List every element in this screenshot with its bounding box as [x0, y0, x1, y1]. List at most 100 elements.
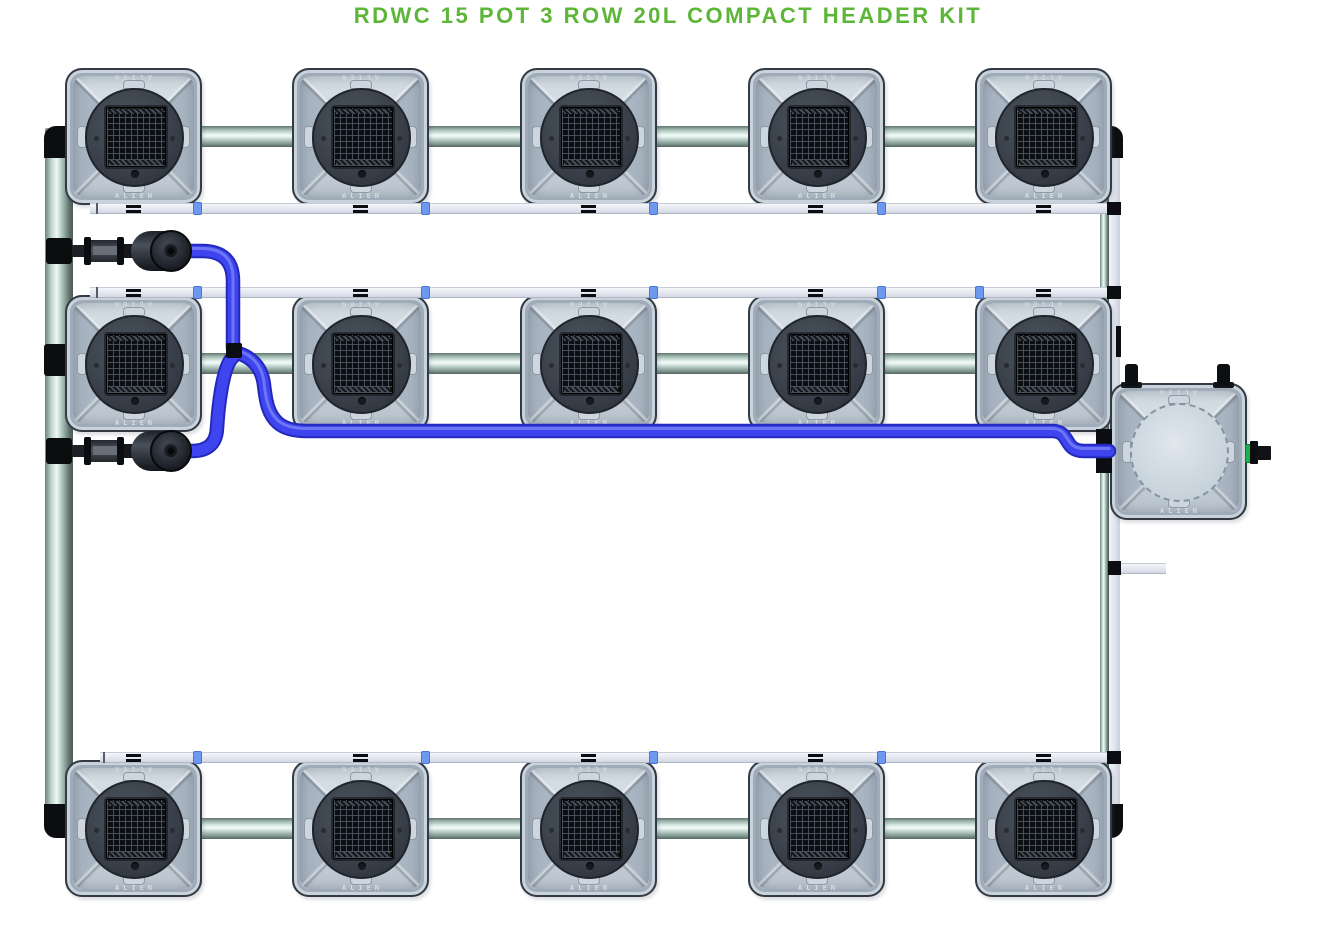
pump-impeller-hub — [168, 448, 174, 454]
brand-label-top: ALIEN — [793, 300, 836, 308]
grow-pot: ALIEN ALIEN — [748, 295, 885, 432]
lid-dimple-left — [1004, 135, 1009, 141]
pipe-clamp-mark — [1036, 205, 1051, 208]
brand-label-bottom: ALIEN — [1024, 192, 1067, 200]
brand-label-bottom: ALIEN — [569, 884, 612, 892]
pipe-clamp-mark — [353, 754, 368, 757]
net-pot-mesh — [1015, 799, 1076, 859]
junction-fitting-return-1 — [1107, 202, 1121, 215]
inter-pot-pipe — [427, 818, 521, 839]
lid-hole — [813, 170, 822, 178]
brand-label-top: ALIEN — [565, 300, 608, 308]
brand-label-bottom: ALIEN — [341, 884, 384, 892]
brand-label-bottom: ALIEN — [341, 192, 384, 200]
grow-pot: ALIEN ALIEN — [292, 295, 429, 432]
net-pot-mesh — [560, 799, 621, 859]
valve-stripe — [93, 246, 117, 255]
grow-pot: ALIEN ALIEN — [975, 760, 1112, 897]
pot-lid — [540, 780, 639, 879]
inter-pot-pipe — [655, 818, 749, 839]
lid-dimple-right — [170, 362, 175, 368]
header-lid — [1130, 403, 1229, 502]
brand-label-bottom: ALIEN — [114, 192, 157, 200]
pot-lid — [995, 315, 1094, 414]
blue-pipe-clip — [877, 286, 886, 299]
lid-hole — [1040, 862, 1049, 870]
inter-pot-pipe — [200, 353, 294, 374]
outlet-fitting-cap — [1257, 446, 1271, 460]
return-pipe-end-cap — [103, 752, 105, 763]
pot-lid — [85, 780, 184, 879]
grow-pot: ALIEN ALIEN — [292, 760, 429, 897]
brand-label-top: ALIEN — [110, 765, 153, 773]
brand-label-bottom: ALIEN — [797, 884, 840, 892]
drain-stub-pipe — [1121, 563, 1166, 574]
tubing-tee-fitting — [226, 343, 242, 358]
pipe-clamp-mark — [581, 754, 596, 757]
brand-label-bottom: ALIEN — [114, 419, 157, 427]
pipe-clamp-mark — [581, 294, 596, 297]
brand-label-bottom: ALIEN — [569, 419, 612, 427]
grow-pot: ALIEN ALIEN — [975, 295, 1112, 432]
pot-lid — [85, 88, 184, 187]
header-post — [1125, 364, 1138, 386]
lid-dimple-right — [1080, 827, 1085, 833]
pot-lid — [995, 780, 1094, 879]
brand-label-bottom: ALIEN — [341, 419, 384, 427]
blue-pipe-clip — [421, 202, 430, 215]
lid-hole — [357, 397, 366, 405]
pipe-clamp-mark — [126, 205, 141, 208]
lid-dimple-right — [170, 827, 175, 833]
brand-label-top: ALIEN — [565, 765, 608, 773]
grow-pot: ALIEN ALIEN — [748, 68, 885, 205]
lid-dimple-right — [1080, 135, 1085, 141]
net-pot-mesh — [560, 107, 621, 167]
lid-dimple-left — [94, 827, 99, 833]
blue-pipe-clip — [193, 202, 202, 215]
blue-pipe-clip — [649, 751, 658, 764]
page-title: RDWC 15 POT 3 ROW 20L COMPACT HEADER KIT — [353, 3, 983, 28]
tee-fitting-left-middle — [44, 344, 68, 376]
grow-pot: ALIEN ALIEN — [975, 68, 1112, 205]
pump-impeller-hub — [168, 248, 174, 254]
blue-pipe-clip — [649, 202, 658, 215]
pot-lid — [85, 315, 184, 414]
return-pipe — [90, 287, 1110, 298]
brand-label-bottom: ALIEN — [797, 192, 840, 200]
pipe-clamp-mark — [126, 210, 141, 213]
pipe-clamp-mark — [1036, 759, 1051, 762]
pipe-clamp-mark — [581, 289, 596, 292]
pot-lid — [995, 88, 1094, 187]
drain-stub-fitting — [1108, 561, 1121, 575]
grow-pot: ALIEN ALIEN — [520, 760, 657, 897]
valve-cap — [84, 237, 91, 265]
net-pot-mesh — [332, 799, 393, 859]
lid-hole — [130, 862, 139, 870]
brand-label-bottom: ALIEN — [797, 419, 840, 427]
pipe-clamp-mark — [353, 289, 368, 292]
pump-connector — [124, 444, 133, 458]
brand-label-top: ALIEN — [1020, 73, 1063, 81]
return-pipe — [90, 203, 1110, 214]
circulation-pump — [46, 430, 194, 472]
net-pot-mesh — [332, 107, 393, 167]
pump-nipple — [72, 245, 85, 257]
pipe-clamp-mark — [353, 294, 368, 297]
pipe-clamp-mark — [126, 759, 141, 762]
valve-cap — [84, 437, 91, 465]
inter-pot-pipe — [200, 818, 294, 839]
inter-pot-pipe — [655, 353, 749, 374]
pipe-clamp-mark — [1036, 210, 1051, 213]
lid-dimple-left — [321, 135, 326, 141]
pipe-clamp-mark — [808, 759, 823, 762]
return-pipe-end-cap — [96, 287, 98, 298]
pipe-clamp-mark — [1036, 289, 1051, 292]
pipe-clamp-mark — [126, 289, 141, 292]
lid-hole — [585, 397, 594, 405]
lid-hole — [357, 170, 366, 178]
pipe-clamp-mark — [353, 210, 368, 213]
brand-label-top: ALIEN — [1020, 765, 1063, 773]
pipe-clamp-mark — [126, 754, 141, 757]
brand-label-top: ALIEN — [1020, 300, 1063, 308]
pump-impeller-face — [150, 430, 192, 472]
